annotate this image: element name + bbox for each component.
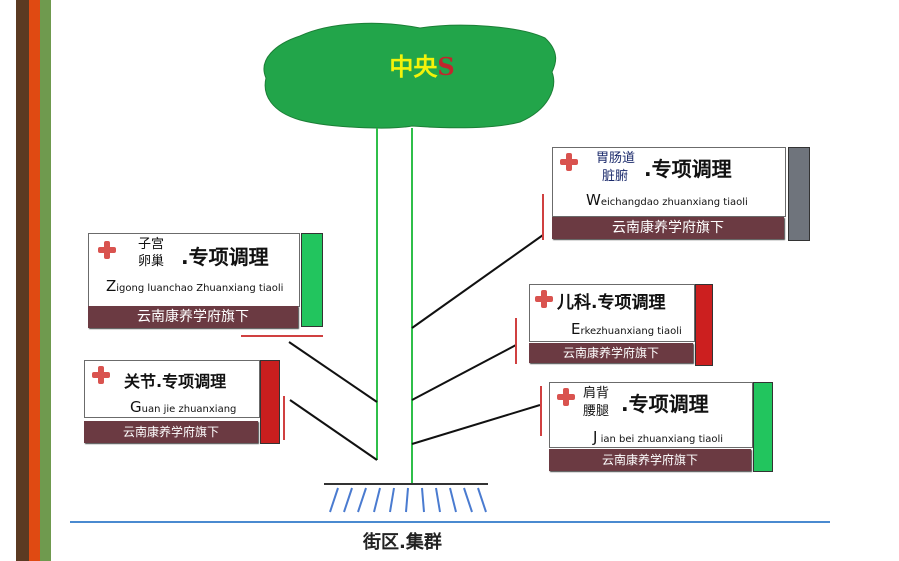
medical-cross-icon: [92, 366, 110, 384]
border-stripe-green: [40, 0, 51, 561]
branch-jianbei: [411, 404, 541, 445]
central-text: 中央: [389, 53, 438, 81]
medical-cross-icon: [535, 290, 553, 308]
sign-pinyin: Erkezhuanxiang tiaoli: [571, 320, 682, 338]
sign-footer: 云南康养学府旗下: [88, 306, 298, 328]
roots: [329, 487, 487, 513]
sign-name-line2: 卵巢: [138, 254, 165, 269]
sign-panel: [529, 284, 695, 342]
medical-cross-icon: [98, 241, 116, 259]
sign-name-line1: 子宫: [138, 237, 165, 252]
medical-cross-icon: [557, 388, 575, 406]
sign-weichang: 胃肠道 脏腑 .专项调理 Weichangdao zhuanxiang tiao…: [552, 147, 812, 243]
sign-footer: 云南康养学府旗下: [552, 217, 784, 239]
sign-pinyin: Guan jie zhuanxiang: [130, 398, 237, 416]
central-s: S: [437, 52, 455, 81]
sign-panel: [84, 360, 260, 418]
branch-zigong: [288, 341, 378, 403]
branch-guanjie: [289, 399, 378, 461]
sign-zigong: 子宫 卵巢 .专项调理 Zigong luanchao Zhuanxiang t…: [88, 233, 326, 331]
branch-erke: [411, 344, 517, 401]
sign-title: 关节.专项调理: [124, 372, 227, 391]
sign-panel: [88, 233, 300, 307]
sign-name-line2: 腰腿: [583, 404, 610, 419]
sign-title: 儿科.专项调理: [557, 293, 666, 313]
sign-erke: 儿科.专项调理 Erkezhuanxiang tiaoli 云南康养学府旗下: [529, 284, 715, 368]
sign-name-line2: 脏腑: [602, 169, 629, 184]
branch-weichang: [411, 234, 544, 329]
central-label: 中央S: [362, 49, 482, 85]
tree-canopy: [263, 22, 557, 129]
sign-name-line1: 胃肠道: [596, 151, 636, 166]
sign-color-bar: [695, 284, 713, 366]
sign-title: .专项调理: [621, 392, 709, 416]
sign-footer: 云南康养学府旗下: [529, 343, 693, 363]
sign-guanjie: 关节.专项调理 Guan jie zhuanxiang 云南康养学府旗下: [84, 360, 282, 446]
sign-pinyin: Zigong luanchao Zhuanxiang tiaoli: [106, 277, 284, 295]
sign-footer: 云南康养学府旗下: [549, 449, 751, 471]
medical-cross-icon: [560, 153, 578, 171]
border-stripe-brown: [16, 0, 29, 561]
sign-pinyin: J ian bei zhuanxiang tiaoli: [593, 428, 724, 446]
sign-panel: [549, 382, 753, 448]
sign-footer: 云南康养学府旗下: [84, 421, 258, 443]
sign-color-bar: [788, 147, 810, 241]
sign-color-bar: [260, 360, 280, 444]
sign-name-line1: 肩背: [583, 386, 610, 401]
sign-panel: [552, 147, 786, 217]
sign-title: .专项调理: [181, 245, 269, 269]
sign-title: .专项调理: [644, 157, 732, 181]
sign-jianbei: 肩背 腰腿 .专项调理 J ian bei zhuanxiang tiaoli …: [549, 382, 775, 474]
sign-color-bar: [753, 382, 773, 472]
border-stripe-orange: [29, 0, 40, 561]
sign-color-bar: [301, 233, 323, 327]
sign-pinyin: Weichangdao zhuanxiang tiaoli: [586, 191, 748, 209]
cluster-caption: 街区.集群: [363, 532, 442, 553]
